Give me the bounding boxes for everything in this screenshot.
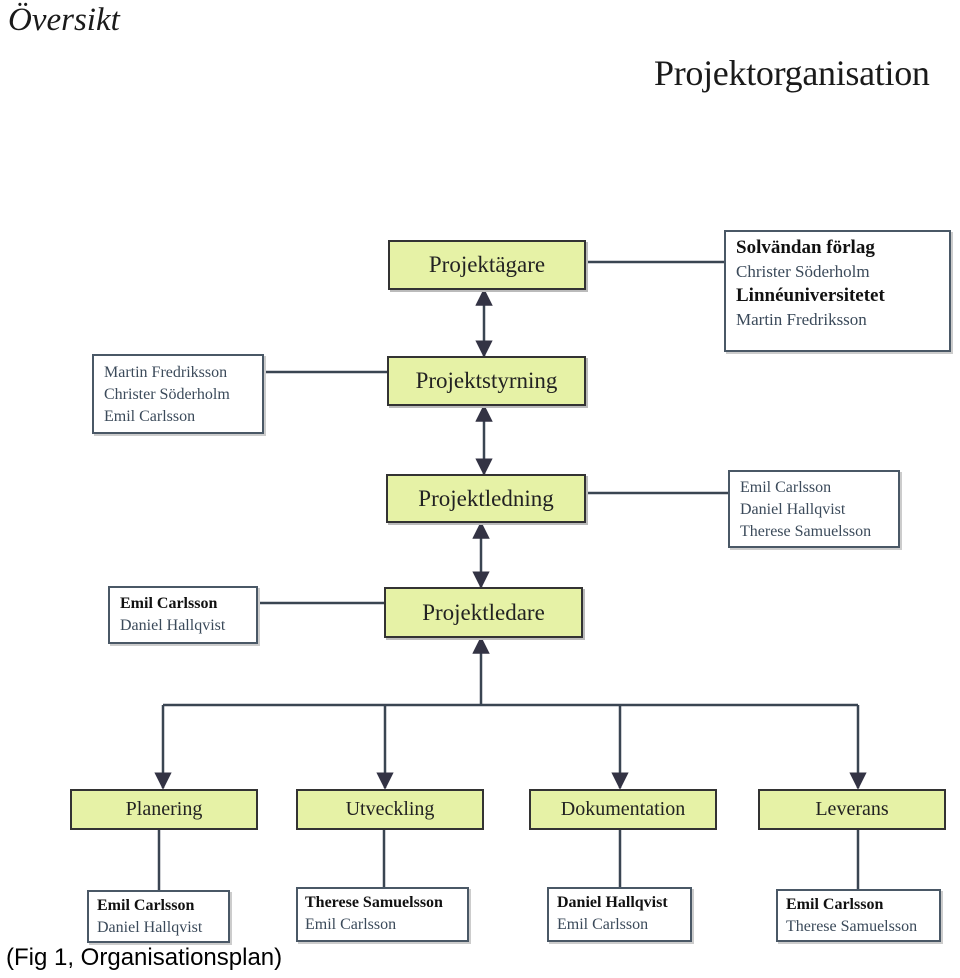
- figure-caption: (Fig 1, Organisationsplan): [6, 944, 283, 971]
- people-styrning: Martin Fredriksson Christer Söderholm Em…: [92, 354, 264, 434]
- person-name: Daniel Hallqvist: [120, 617, 226, 634]
- role-projektstyrning: Projektstyrning: [387, 356, 586, 406]
- org-name: Linnéuniversitetet: [736, 285, 885, 306]
- role-leverans: Leverans: [758, 789, 946, 830]
- person-name: Daniel Hallqvist: [740, 501, 846, 518]
- overview-heading: Översikt: [8, 2, 120, 38]
- person-name: Emil Carlsson: [557, 916, 649, 933]
- role-utveckling: Utveckling: [296, 789, 484, 830]
- role-projektledning: Projektledning: [386, 474, 586, 523]
- chart-title: Projektorganisation: [654, 53, 930, 93]
- person-name: Emil Carlsson: [97, 897, 195, 914]
- person-name: Emil Carlsson: [305, 916, 397, 933]
- role-projektledare: Projektledare: [384, 587, 583, 638]
- person-name: Emil Carlsson: [104, 408, 196, 425]
- person-name: Therese Samuelsson: [786, 918, 918, 935]
- person-name: Emil Carlsson: [786, 896, 884, 913]
- person-name: Daniel Hallqvist: [97, 919, 203, 936]
- people-leverans: Emil Carlsson Therese Samuelsson: [776, 889, 941, 942]
- role-dokumentation: Dokumentation: [529, 789, 717, 830]
- people-ledning: Emil Carlsson Daniel Hallqvist Therese S…: [728, 470, 900, 548]
- person-name: Martin Fredriksson: [104, 364, 228, 381]
- person-name: Emil Carlsson: [740, 479, 832, 496]
- person-name: Therese Samuelsson: [305, 894, 443, 911]
- people-ledare: Emil Carlsson Daniel Hallqvist: [108, 586, 258, 644]
- people-owners: Solvändan förlag Christer Söderholm Linn…: [724, 230, 951, 352]
- org-name: Solvändan förlag: [736, 237, 875, 258]
- person-name: Martin Fredriksson: [736, 310, 867, 329]
- people-dokumentation: Daniel Hallqvist Emil Carlsson: [547, 887, 692, 942]
- person-name: Emil Carlsson: [120, 595, 218, 612]
- people-utveckling: Therese Samuelsson Emil Carlsson: [296, 887, 469, 942]
- person-name: Daniel Hallqvist: [557, 894, 668, 911]
- role-planering: Planering: [70, 789, 258, 830]
- person-name: Christer Söderholm: [104, 386, 230, 403]
- person-name: Therese Samuelsson: [740, 523, 872, 540]
- person-name: Christer Söderholm: [736, 262, 870, 281]
- role-projektagare: Projektägare: [388, 240, 586, 290]
- people-planering: Emil Carlsson Daniel Hallqvist: [87, 890, 230, 943]
